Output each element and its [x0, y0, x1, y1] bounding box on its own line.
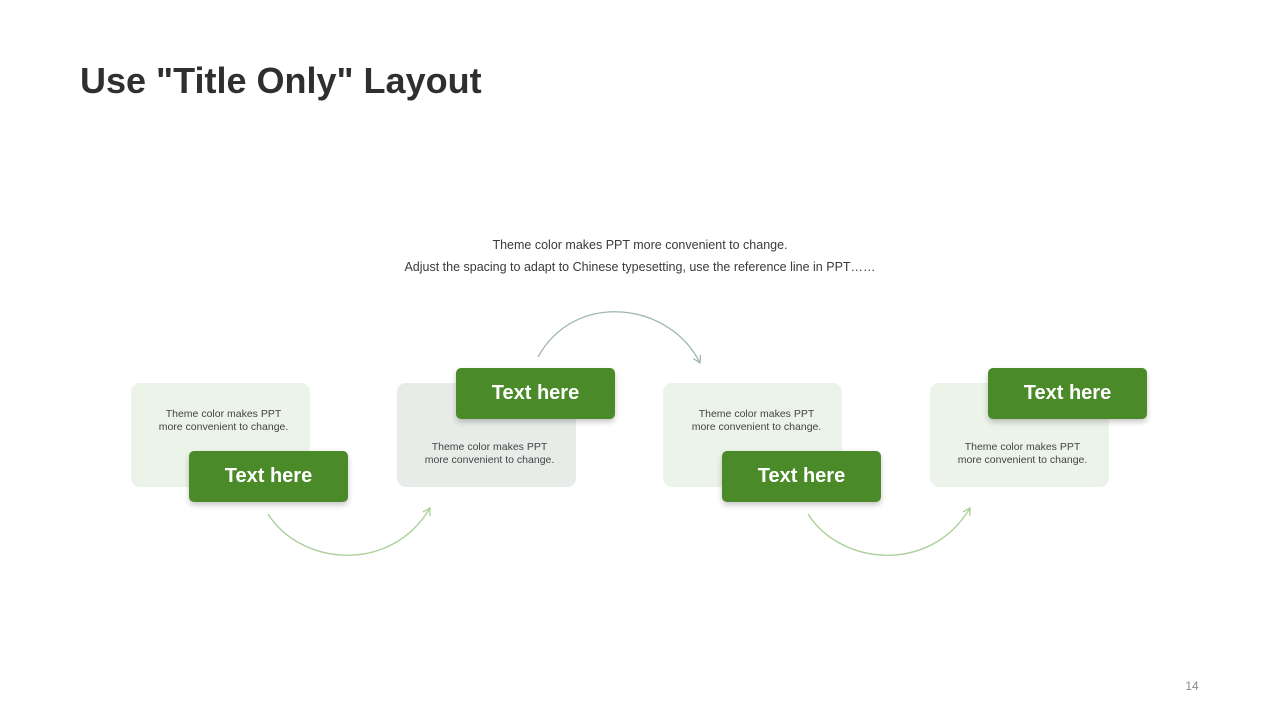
step-4-button[interactable]: Text here [988, 368, 1147, 419]
intro-line-2: Adjust the spacing to adapt to Chinese t… [404, 260, 876, 274]
slide-title: Use "Title Only" Layout [80, 60, 482, 101]
step-1-description: Theme color makes PPT more convenient to… [158, 408, 289, 433]
step-4-description: Theme color makes PPT more convenient to… [957, 441, 1088, 466]
connector-arrow-3 [807, 506, 971, 556]
step-1-button[interactable]: Text here [189, 451, 348, 502]
step-2-description: Theme color makes PPT more convenient to… [424, 441, 555, 466]
connector-arrow-2 [537, 311, 702, 365]
step-2-button[interactable]: Text here [456, 368, 615, 419]
intro-text: Theme color makes PPT more convenient to… [240, 234, 1040, 278]
connector-arrow-1 [267, 506, 431, 556]
step-3-button[interactable]: Text here [722, 451, 881, 502]
step-3-description: Theme color makes PPT more convenient to… [691, 408, 822, 433]
page-number: 14 [1185, 679, 1199, 693]
intro-line-1: Theme color makes PPT more convenient to… [492, 238, 788, 252]
